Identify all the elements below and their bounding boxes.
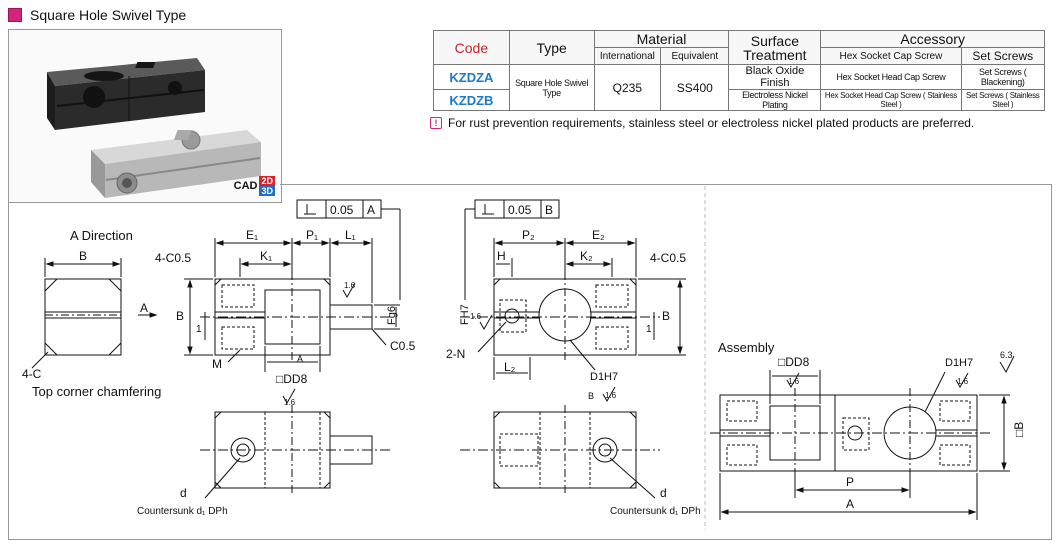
- col-type: Type: [508, 30, 595, 65]
- d-right-label: d: [660, 486, 667, 500]
- rust-note-text: For rust prevention requirements, stainl…: [448, 116, 975, 130]
- k1-label: K₁: [260, 249, 272, 263]
- c05-label: C0.5: [390, 339, 416, 353]
- drawing-frame-top: [280, 184, 1051, 185]
- d1h7-assembly-label: D1H7: [945, 357, 973, 369]
- product-photo: CAD 2D 3D: [8, 29, 282, 203]
- hex-b-cell: Hex Socket Head Cap Screw ( Stainless St…: [820, 89, 962, 111]
- a-dim-label: A: [846, 497, 854, 511]
- tol2-ref: B: [545, 203, 553, 217]
- countersunk-left-label: Countersunk d₁ DPh: [137, 506, 228, 517]
- col-equivalent: Equivalent: [660, 47, 730, 65]
- col-surface-line2: Treatment: [743, 46, 807, 63]
- l1-label: L₁: [345, 228, 356, 242]
- a-arrow-label: A: [140, 301, 148, 315]
- col-accessory: Accessory: [820, 30, 1045, 48]
- set-b-cell: Set Screws ( Stainless Steel ): [960, 89, 1046, 111]
- p1-label: P₁: [306, 228, 318, 242]
- d1h7-label: D1H7: [590, 371, 618, 383]
- left-b-dim-label: B: [176, 309, 184, 323]
- l2-label: L₂: [504, 360, 516, 374]
- fh7-label: FH7: [459, 304, 471, 325]
- rough-mark-2: 1.6: [284, 398, 296, 407]
- rough-mark-5: 1.6: [788, 377, 800, 386]
- rust-note: ! For rust prevention requirements, stai…: [430, 116, 974, 130]
- a-view-b-label: B: [79, 249, 87, 263]
- circle-a-label: A: [297, 354, 303, 364]
- dd8-left-label: □DD8: [276, 372, 308, 386]
- equivalent-cell: SS400: [660, 64, 730, 111]
- table-row: KZDZB Electroless Nickel Plating Hex Soc…: [433, 89, 1046, 111]
- roughness-label: 6.3: [1000, 350, 1013, 360]
- rough-mark-1: 1.6: [344, 281, 356, 290]
- p-label: P: [846, 475, 854, 489]
- drawing-frame: [8, 184, 1052, 540]
- code-kzdzb: KZDZB: [433, 89, 510, 111]
- cad-2d-tag: 2D: [259, 176, 275, 186]
- dd8-assembly-label: □DD8: [778, 355, 810, 369]
- four-c05-right-label: 4-C0.5: [650, 251, 686, 265]
- section-title: Square Hole Swivel Type: [30, 7, 187, 23]
- section-header: Square Hole Swivel Type: [8, 5, 186, 25]
- surface-a-cell: Black Oxide Finish: [728, 64, 822, 90]
- col-code: Code: [433, 30, 510, 65]
- d-left-label: d: [180, 486, 187, 500]
- tol1-ref: A: [367, 203, 375, 217]
- cad-label: CAD: [233, 180, 258, 192]
- cad-badge[interactable]: CAD 2D 3D: [234, 176, 275, 196]
- fg6-label: Fg6: [386, 306, 398, 325]
- product-image: [47, 58, 261, 198]
- left-one-label: 1: [196, 324, 202, 335]
- square-b-label: □B: [1012, 422, 1026, 437]
- two-n-label: 2-N: [446, 347, 465, 361]
- four-c-label: 4-C: [22, 367, 42, 381]
- e1-label: E₁: [246, 228, 258, 242]
- tol2-value: 0.05: [508, 203, 532, 217]
- rough-mark-6: 1.6: [957, 377, 969, 386]
- m-label: M: [212, 357, 222, 371]
- code-kzdza: KZDZA: [433, 64, 510, 90]
- assembly-label: Assembly: [718, 340, 775, 355]
- spec-table: Code Type Material Surface Treatment Acc…: [433, 30, 1046, 111]
- p2-label: P₂: [522, 228, 535, 242]
- col-hex-screw: Hex Socket Cap Screw: [820, 47, 962, 65]
- a-direction-label: A Direction: [70, 228, 133, 243]
- k2-label: K₂: [580, 249, 593, 263]
- cad-3d-tag: 3D: [259, 186, 275, 196]
- h-label: H: [497, 249, 506, 263]
- col-set-screws: Set Screws: [960, 47, 1046, 65]
- info-icon: !: [430, 117, 442, 129]
- four-c05-left-label: 4-C0.5: [155, 251, 191, 265]
- rough-mark-3: 1.6: [470, 312, 482, 321]
- rough-mark-4: 1.6: [605, 391, 617, 400]
- col-surface: Surface Treatment: [728, 30, 822, 65]
- e2-label: E₂: [592, 228, 605, 242]
- a-view-body: [44, 278, 122, 356]
- top-corner-label: Top corner chamfering: [32, 384, 161, 399]
- right-one-label: 1: [646, 324, 652, 335]
- international-cell: Q235: [593, 64, 662, 111]
- circle-b-label: B: [588, 391, 594, 401]
- section-marker-icon: [8, 8, 22, 22]
- countersunk-right-label: Countersunk d₁ DPh: [610, 506, 701, 517]
- type-cell: Square Hole Swivel Type: [508, 64, 595, 111]
- tol1-value: 0.05: [330, 203, 354, 217]
- right-b-dim-label: B: [662, 309, 670, 323]
- col-surface-line1: Surface: [750, 32, 799, 49]
